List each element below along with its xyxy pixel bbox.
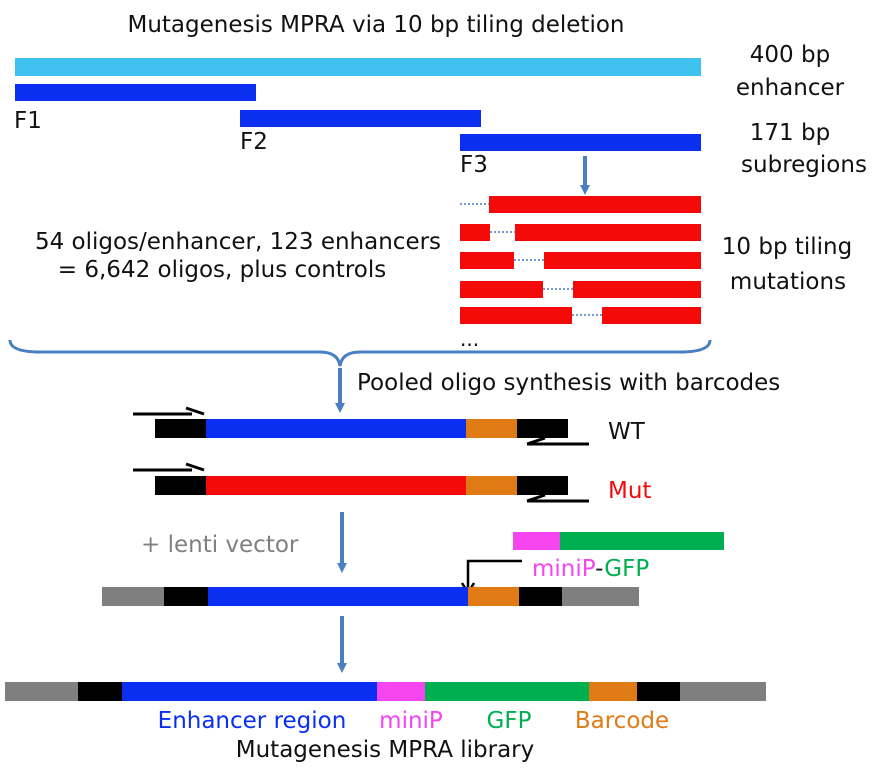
fragment-f2-bar	[240, 110, 481, 127]
insertion-arrow	[466, 559, 522, 592]
enhancer-size-label: 400 bp	[750, 42, 830, 68]
diagram-title: Mutagenesis MPRA via 10 bp tiling deleti…	[127, 12, 624, 38]
wt-label: WT	[608, 419, 646, 445]
insert-minip-bar	[513, 532, 560, 550]
tiling-label-line-1: 10 bp tiling	[722, 234, 852, 260]
mut-label: Mut	[608, 478, 651, 504]
subregion-word-label: subregions	[741, 152, 867, 178]
fragment-f1-label: F1	[14, 108, 42, 134]
insert-gfp-label: GFP	[604, 556, 649, 582]
enhancer-word-label: enhancer	[736, 75, 845, 101]
oligo-count-line-2: = 6,642 oligos, plus controls	[58, 257, 386, 283]
subregion-size-label: 171 bp	[750, 120, 830, 146]
insert-dash: -	[595, 556, 604, 582]
legend-enhancer: Enhancer region	[158, 708, 347, 734]
legend-minip: miniP	[379, 708, 443, 734]
fragment-f2-label: F2	[240, 129, 268, 155]
synthesis-label: Pooled oligo synthesis with barcodes	[357, 370, 780, 396]
tiling-label-line-2: mutations	[730, 269, 846, 295]
mut-construct	[133, 462, 589, 503]
lenti-construct	[102, 587, 639, 606]
enhancer-bar	[15, 58, 701, 76]
library-construct	[5, 682, 766, 701]
more-mutations-ellipsis: ...	[460, 327, 479, 351]
fragment-f3-label: F3	[460, 152, 488, 178]
lenti-label: + lenti vector	[141, 532, 299, 558]
insert-gfp-bar	[560, 532, 724, 550]
library-title: Mutagenesis MPRA library	[236, 737, 534, 763]
tiling-mutation-rows	[460, 196, 701, 324]
insert-minip-label: miniP	[532, 556, 596, 582]
pooling-brace	[8, 339, 712, 367]
legend-gfp: GFP	[487, 708, 532, 734]
oligo-count-line-1: 54 oligos/enhancer, 123 enhancers	[35, 229, 441, 255]
fragment-f3-bar	[460, 134, 701, 151]
fragment-f1-bar	[15, 84, 256, 101]
legend-barcode: Barcode	[575, 708, 669, 734]
wt-construct	[133, 406, 589, 446]
insert-label: miniP-GFP	[532, 556, 649, 582]
